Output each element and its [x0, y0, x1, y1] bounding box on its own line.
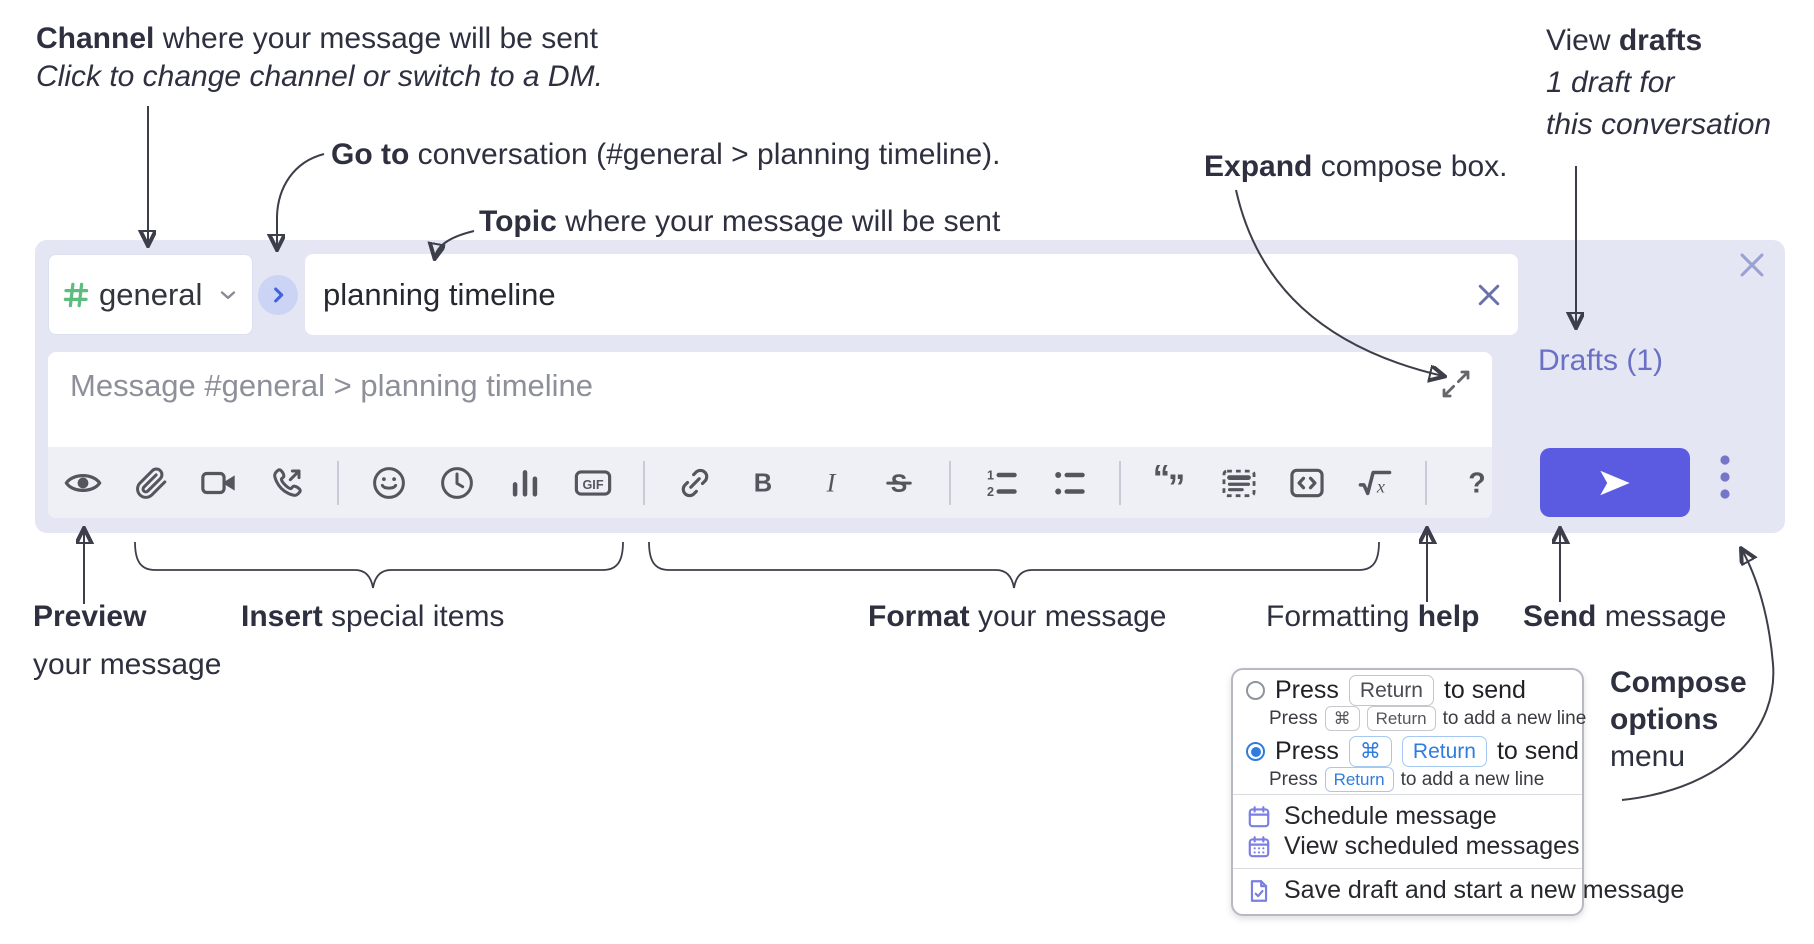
hash-icon: [61, 280, 91, 310]
bulleted-list-icon[interactable]: [1050, 464, 1088, 502]
compose-options-menu: Press Return to send Press ⌘ Return to a…: [1231, 668, 1684, 916]
annotation-expand: Expand compose box.: [1204, 150, 1508, 183]
annotation-channel-hint: Click to change channel or switch to a D…: [36, 60, 603, 93]
annotation-drafts-line2: 1 draft for: [1546, 66, 1675, 99]
annotation-preview-line2: your message: [33, 648, 222, 681]
radio-selected-icon[interactable]: [1246, 742, 1265, 761]
calendar-grid-icon: [1246, 834, 1272, 860]
message-input[interactable]: [68, 366, 1402, 440]
menu-item-view-scheduled-messages[interactable]: View scheduled messages: [1246, 832, 1580, 861]
close-icon[interactable]: [1735, 248, 1771, 284]
option-press-return-subtext: Press ⌘ Return to add a new line: [1269, 706, 1586, 731]
spoiler-icon[interactable]: [1220, 464, 1258, 502]
expand-compose-icon[interactable]: [1440, 368, 1474, 402]
radio-unselected-icon[interactable]: [1246, 681, 1265, 700]
annotation-topic: Topic where your message will be sent: [479, 205, 1001, 238]
annotation-compose-options: Compose options menu: [1610, 666, 1747, 773]
code-icon[interactable]: [1288, 464, 1326, 502]
menu-item-schedule-message[interactable]: Schedule message: [1246, 802, 1497, 831]
italic-icon[interactable]: I: [812, 464, 850, 502]
annotation-view-drafts: View drafts: [1546, 24, 1703, 57]
menu-item-save-draft[interactable]: Save draft and start a new message: [1246, 876, 1684, 905]
annotation-send: Send message: [1523, 600, 1727, 633]
attach-file-icon[interactable]: [132, 464, 170, 502]
annotation-channel: Channel where your message will be sent: [36, 22, 598, 55]
add-global-time-icon[interactable]: [438, 464, 476, 502]
chevron-right-icon: [267, 284, 289, 306]
channel-selector[interactable]: general: [48, 254, 253, 335]
goto-arrow: [277, 153, 325, 248]
send-icon: [1597, 465, 1633, 501]
start-video-call-icon[interactable]: [200, 464, 238, 502]
quote-icon[interactable]: “ ”: [1152, 464, 1190, 502]
compose-toolbar: GIF B I: [48, 447, 1492, 518]
numbered-list-icon[interactable]: 1 2: [982, 464, 1020, 502]
svg-text:1: 1: [987, 468, 994, 482]
topic-input-box: [305, 254, 1518, 335]
annotation-format: Format your message: [868, 600, 1167, 633]
svg-text:x: x: [1376, 476, 1385, 496]
svg-text:“: “: [1153, 464, 1170, 497]
toolbar-divider: [1425, 460, 1427, 505]
annotation-goto: Go to conversation (#general > planning …: [331, 138, 1001, 171]
chevron-down-icon: [216, 283, 240, 307]
annotation-insert: Insert special items: [241, 600, 505, 633]
link-icon[interactable]: [676, 464, 714, 502]
add-emoji-icon[interactable]: [370, 464, 408, 502]
add-poll-icon[interactable]: [506, 464, 544, 502]
annotation-drafts-line3: this conversation: [1546, 108, 1772, 141]
svg-text:?: ?: [1468, 467, 1485, 499]
math-icon[interactable]: x: [1356, 464, 1394, 502]
topic-input[interactable]: [323, 276, 1474, 313]
preview-message-icon[interactable]: [64, 464, 102, 502]
channel-name: general: [99, 276, 203, 312]
clear-topic-icon[interactable]: [1474, 280, 1504, 310]
message-compose-area: GIF B I: [48, 352, 1492, 518]
menu-divider: [1233, 794, 1582, 795]
strikethrough-icon[interactable]: S: [880, 464, 918, 502]
svg-text:2: 2: [987, 484, 994, 498]
svg-text:I: I: [826, 468, 837, 497]
option-press-cmd-return-to-send[interactable]: Press ⌘ Return to send: [1246, 736, 1579, 767]
drafts-link[interactable]: Drafts (1): [1538, 344, 1664, 377]
add-gif-icon[interactable]: GIF: [574, 464, 612, 502]
option-press-return-to-send[interactable]: Press Return to send: [1246, 675, 1526, 706]
annotation-preview: Preview: [33, 600, 147, 633]
annotation-help: Formatting help: [1266, 600, 1480, 633]
format-brace: [648, 541, 1380, 589]
compose-options-kebab-icon[interactable]: [1713, 450, 1737, 510]
svg-text:”: ”: [1168, 467, 1185, 501]
go-to-conversation-button[interactable]: [258, 275, 298, 315]
insert-brace: [134, 541, 624, 589]
menu-divider: [1233, 868, 1582, 869]
send-button[interactable]: [1540, 448, 1690, 517]
calendar-icon: [1246, 804, 1272, 830]
message-formatting-help-icon[interactable]: ?: [1458, 464, 1496, 502]
toolbar-divider: [337, 460, 339, 505]
draft-document-icon: [1246, 878, 1272, 904]
compose-box: general Drafts (1): [35, 240, 1785, 533]
toolbar-divider: [1119, 460, 1121, 505]
option-press-cmd-return-subtext: Press Return to add a new line: [1269, 767, 1544, 792]
toolbar-divider: [643, 460, 645, 505]
svg-text:B: B: [754, 469, 772, 497]
toolbar-divider: [949, 460, 951, 505]
bold-icon[interactable]: B: [744, 464, 782, 502]
svg-text:GIF: GIF: [582, 477, 603, 491]
start-voice-call-icon[interactable]: [268, 464, 306, 502]
